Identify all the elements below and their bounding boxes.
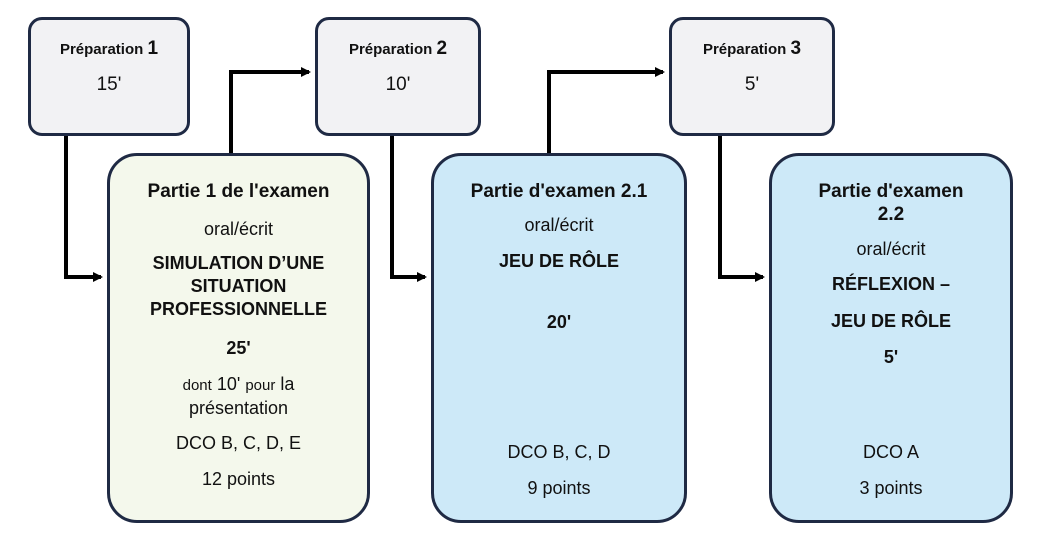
part-2-1-title: Partie d'examen 2.1 <box>470 181 648 202</box>
part-1-subject: SIMULATION D’UNE SITUATION PROFESSIONNEL… <box>110 252 367 321</box>
part-1-title: Partie 1 de l'examen <box>147 181 330 202</box>
note-line-1: dont 10' pour la <box>110 373 367 397</box>
preparation-number: 2 <box>436 38 448 59</box>
part-2-1-competences: DCO B, C, D <box>507 442 611 462</box>
subject-line: SIMULATION D’UNE <box>152 253 325 273</box>
preparation-label: Préparation <box>59 41 144 58</box>
note-line-2: présentation <box>188 398 289 418</box>
part-2-2-mode: oral/écrit <box>856 239 926 259</box>
preparation-label: Préparation <box>348 41 433 58</box>
part-2-2-subject-line-2: JEU DE RÔLE <box>830 311 952 331</box>
preparation-2-title: Préparation 2 <box>318 38 478 60</box>
preparation-1-box: Préparation 1 15' <box>28 17 190 136</box>
title-line: Partie d'examen <box>818 181 964 202</box>
note-value: 10' <box>216 374 241 394</box>
subject-line: SITUATION <box>190 276 287 296</box>
preparation-number: 3 <box>790 38 802 59</box>
part-2-1-subject: JEU DE RÔLE <box>498 251 620 271</box>
note-middle: pour <box>245 377 276 394</box>
part-2-2-competences: DCO A <box>862 442 919 462</box>
part-1-duration: 25' <box>226 338 251 358</box>
arrow-prep3-to-part22 <box>718 136 765 282</box>
arrow-prep1-to-part1 <box>64 136 103 282</box>
part-1-mode: oral/écrit <box>203 219 274 239</box>
preparation-2-duration: 10' <box>385 74 411 95</box>
preparation-3-box: Préparation 3 5' <box>669 17 835 136</box>
note-prefix: dont <box>182 377 212 394</box>
preparation-1-title: Préparation 1 <box>31 38 187 60</box>
exam-part-2-2-box: Partie d'examen 2.2 oral/écrit RÉFLEXION… <box>769 153 1013 523</box>
title-line: 2.2 <box>877 204 905 225</box>
exam-part-2-1-box: Partie d'examen 2.1 oral/écrit JEU DE RÔ… <box>431 153 687 523</box>
preparation-number: 1 <box>147 38 159 59</box>
part-2-2-subject-line-1: RÉFLEXION – <box>831 274 951 294</box>
part-2-1-mode: oral/écrit <box>524 215 594 235</box>
part-2-2-points: 3 points <box>859 478 923 498</box>
preparation-2-box: Préparation 2 10' <box>315 17 481 136</box>
arrow-part1-to-prep2 <box>229 67 311 153</box>
note-end: la <box>280 374 295 394</box>
preparation-3-duration: 5' <box>744 74 760 95</box>
part-2-2-title: Partie d'examen 2.2 <box>772 180 1010 226</box>
part-2-1-points: 9 points <box>527 478 591 498</box>
part-1-points: 12 points <box>201 469 276 489</box>
exam-part-1-box: Partie 1 de l'examen oral/écrit SIMULATI… <box>107 153 370 523</box>
preparation-1-duration: 15' <box>96 74 122 95</box>
subject-line: PROFESSIONNELLE <box>149 299 328 319</box>
preparation-3-title: Préparation 3 <box>672 38 832 60</box>
part-2-2-duration: 5' <box>883 347 899 367</box>
part-1-competences: DCO B, C, D, E <box>175 433 301 453</box>
preparation-label: Préparation <box>702 41 787 58</box>
arrow-prep2-to-part21 <box>390 136 427 282</box>
arrow-part21-to-prep3 <box>547 67 665 153</box>
part-1-note: dont 10' pour la présentation <box>110 373 367 420</box>
part-2-1-duration: 20' <box>546 312 572 332</box>
